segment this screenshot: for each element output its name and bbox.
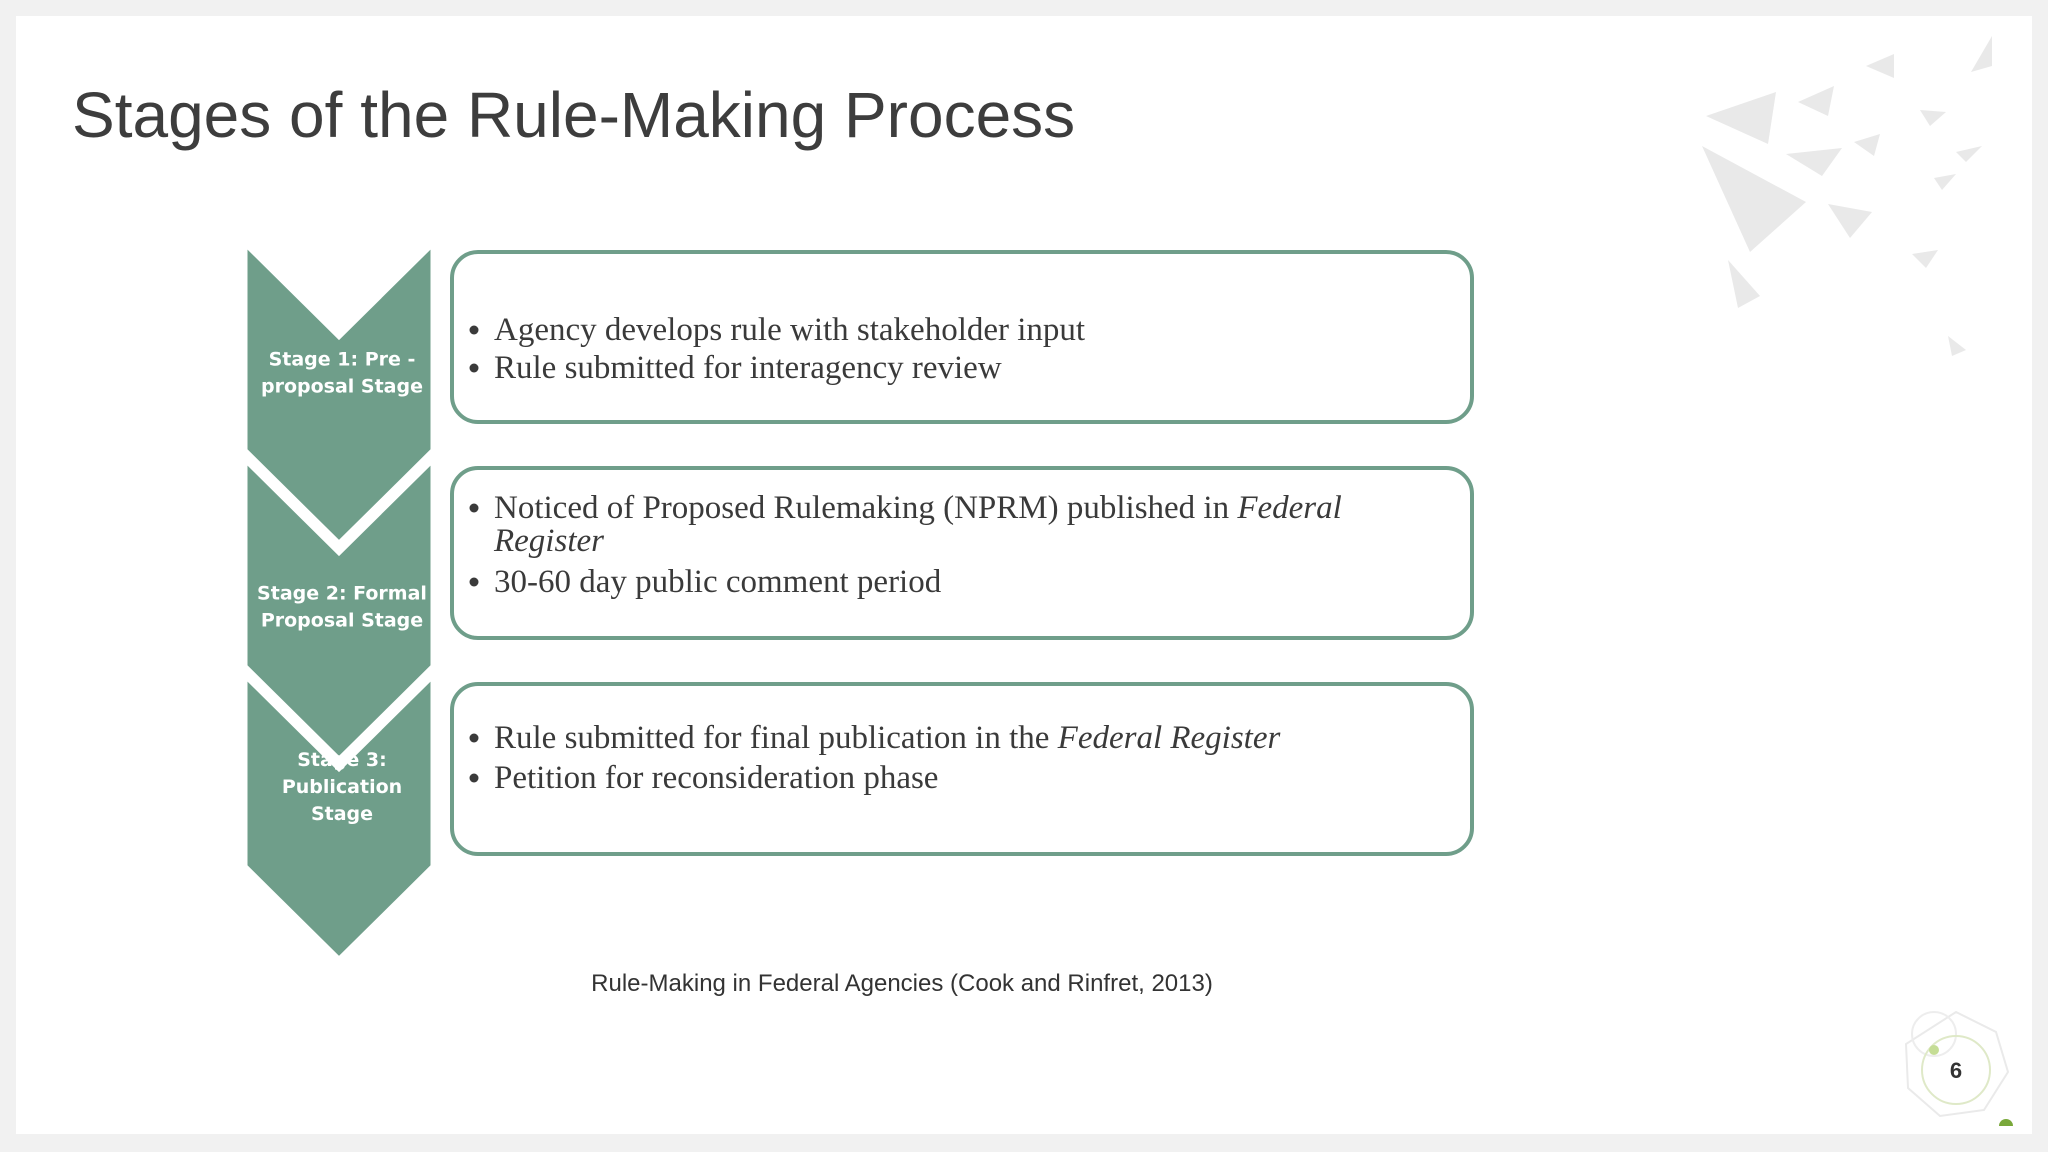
- bullet-dot: [469, 325, 479, 335]
- stage-3-label-line: Stage: [311, 803, 373, 825]
- page-number: 6: [1950, 1058, 1962, 1083]
- bullet-text-span: Agency develops rule with stakeholder in…: [494, 312, 1085, 348]
- stage-3-chevron: [246, 674, 434, 961]
- stage-2-chevron: [246, 458, 434, 761]
- stage-1-chevron: [246, 242, 434, 545]
- bullet-italic-span: Federal: [1236, 490, 1341, 526]
- bullet-italic-span: Federal Register: [1057, 720, 1281, 756]
- figure-caption: Rule-Making in Federal Agencies (Cook an…: [591, 970, 1213, 997]
- bullet-text-span: Petition for reconsideration phase: [494, 760, 938, 796]
- stage-3-bullet-2-line: Petition for reconsideration phase: [494, 760, 938, 796]
- bullet-italic-span: Register: [493, 523, 604, 559]
- stage-1-label-line: proposal Stage: [261, 376, 423, 398]
- bullet-dot: [469, 363, 479, 373]
- stage-3-bullet-1-line: Rule submitted for final publication in …: [494, 720, 1280, 756]
- bullet-dot: [469, 773, 479, 783]
- stage-2-label-line: Proposal Stage: [261, 610, 423, 632]
- page-number-badge: 6: [1904, 1010, 2013, 1126]
- stage-1-bullet-2-line: Rule submitted for interagency review: [494, 350, 1002, 386]
- decorative-triangles: [1702, 36, 1992, 356]
- stage-1-box: [450, 250, 1474, 424]
- stage-3-label-line: Stage 3:: [297, 749, 387, 771]
- bullet-text-span: Rule submitted for final publication in …: [494, 720, 1058, 756]
- slide: Stages of the Rule-Making Process Stage …: [16, 16, 2032, 1134]
- stage-3-box: [450, 682, 1474, 856]
- stage-3-label-line: Publication: [282, 776, 402, 798]
- slide-title: Stages of the Rule-Making Process: [72, 79, 1076, 151]
- stage-2-bullet-1-line: Noticed of Proposed Rulemaking (NPRM) pu…: [494, 490, 1342, 526]
- stage-2-label-line: Stage 2: Formal: [257, 583, 427, 605]
- stage-2-box: [450, 466, 1474, 640]
- rule-making-stages-diagram: Stage 1: Pre - proposal Stage Agency devel…: [246, 242, 1474, 961]
- stage-1-bullet-1-line: Agency develops rule with stakeholder in…: [494, 312, 1085, 348]
- stage-2-bullet-1-line: Register: [493, 523, 604, 559]
- bullet-dot: [469, 733, 479, 743]
- bullet-text-span: Noticed of Proposed Rulemaking (NPRM) pu…: [494, 490, 1237, 526]
- stage-2-bullet-2-line: 30-60 day public comment period: [494, 564, 942, 600]
- bullet-text-span: 30-60 day public comment period: [494, 564, 942, 600]
- bullet-dot: [469, 577, 479, 587]
- stage-1-label-line: Stage 1: Pre -: [269, 349, 416, 371]
- bullet-text-span: Rule submitted for interagency review: [494, 350, 1002, 386]
- bullet-dot: [469, 503, 479, 513]
